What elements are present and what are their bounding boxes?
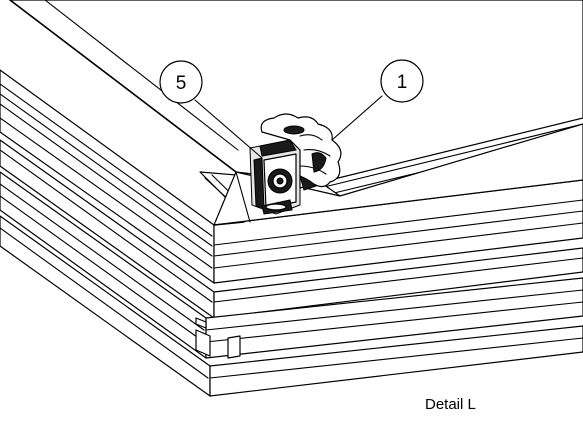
leader-1 xyxy=(331,95,383,141)
callout-1-label: 1 xyxy=(397,72,408,93)
leader-5 xyxy=(194,99,263,159)
callout-1-bubble xyxy=(380,59,424,103)
callout-1: 1 xyxy=(380,59,424,103)
callout-5-label: 5 xyxy=(176,73,187,94)
leader-lines xyxy=(194,95,383,159)
callout-5-bubble xyxy=(159,60,203,104)
clamp-bracket xyxy=(249,139,301,215)
star-knob xyxy=(260,113,342,191)
callout-5: 5 xyxy=(159,60,203,104)
corner-top-face xyxy=(213,123,583,226)
front-frame-rails xyxy=(195,179,583,397)
detail-caption: Detail L xyxy=(425,396,476,413)
